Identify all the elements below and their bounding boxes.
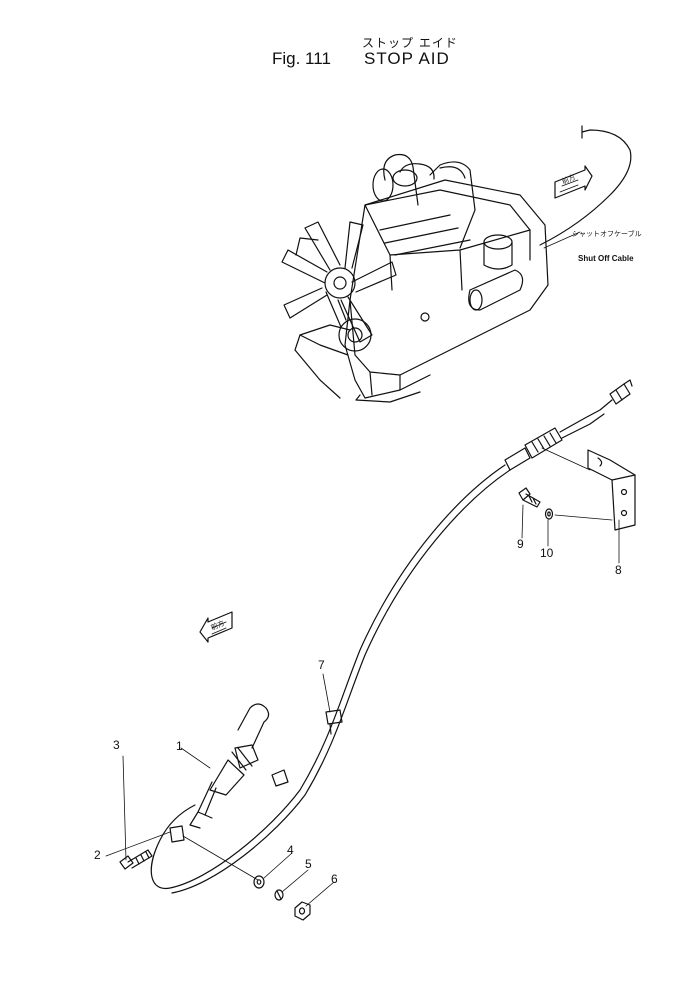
part-number-7: 7 (318, 658, 325, 672)
figure-title-japanese: ストップ エイド (362, 36, 458, 50)
part-number-3: 3 (113, 738, 120, 752)
part-number-8: 8 (615, 563, 622, 577)
hex-nut (294, 901, 311, 921)
stop-cable-assembly (150, 379, 633, 894)
lock-washer (274, 889, 284, 901)
forward-arrow-tag-upper (554, 165, 593, 199)
stop-control-knob (189, 703, 270, 829)
upper-cable-clamp (325, 709, 343, 735)
part-number-2: 2 (94, 848, 101, 862)
part-number-6: 6 (331, 872, 338, 886)
forward-arrow-tag-lower (199, 611, 233, 643)
part-number-9: 9 (517, 537, 524, 551)
part-number-10: 10 (540, 546, 554, 560)
shut-off-cable-label-japanese: シャットオフケーブル (572, 230, 642, 238)
lower-cable-clamp (169, 769, 289, 843)
shut-off-cable-label: Shut Off Cable (578, 254, 634, 263)
engine-illustration (281, 153, 549, 403)
bracket-bolt (518, 487, 541, 508)
figure-title: STOP AID (364, 49, 450, 68)
bracket-washer (544, 508, 554, 520)
part-number-1: 1 (176, 739, 183, 753)
plain-washer (253, 875, 265, 889)
mounting-bracket (541, 447, 636, 531)
part-number-4: 4 (287, 843, 294, 857)
leader-lines (105, 504, 620, 907)
figure-number: Fig. 111 (272, 49, 331, 68)
part-number-5: 5 (305, 857, 312, 871)
shut-off-cable-path (539, 125, 632, 249)
clamp-bolt (119, 849, 153, 870)
arrow-tag-markings (211, 179, 579, 635)
